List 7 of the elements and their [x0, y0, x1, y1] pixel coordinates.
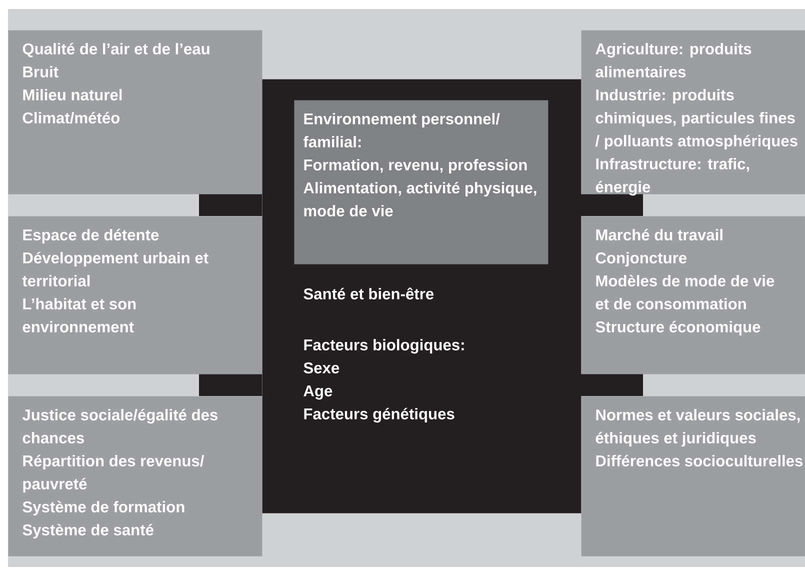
factor-box: Marché du travail Conjoncture Modèles de mode de vie et de consommation Structure économique [581, 216, 805, 374]
factor-box: Justice sociale/égalité des chances Répartition des revenus/ pauvreté Système de formation Système de santé [8, 396, 262, 556]
personal-box: Environnement personnel/ familial: Formation, revenu, profession Alimentation, activité physique, mode de vie [294, 100, 548, 264]
factor-box: Agriculture: produits alimentaires Industrie: produits chimiques, particules fines / polluants atmosphériques Infrastructure: trafic, énergie [581, 30, 805, 196]
factor-box: Normes et valeurs sociales, éthiques et juridiques Différences socioculturelles [581, 396, 805, 556]
factor-box: Qualité de l’air et de l’eau Bruit Milieu naturel Climat/météo [8, 30, 262, 194]
factor-box: Espace de détente Développement urbain et territorial L’habitat et son environnement [8, 216, 262, 374]
